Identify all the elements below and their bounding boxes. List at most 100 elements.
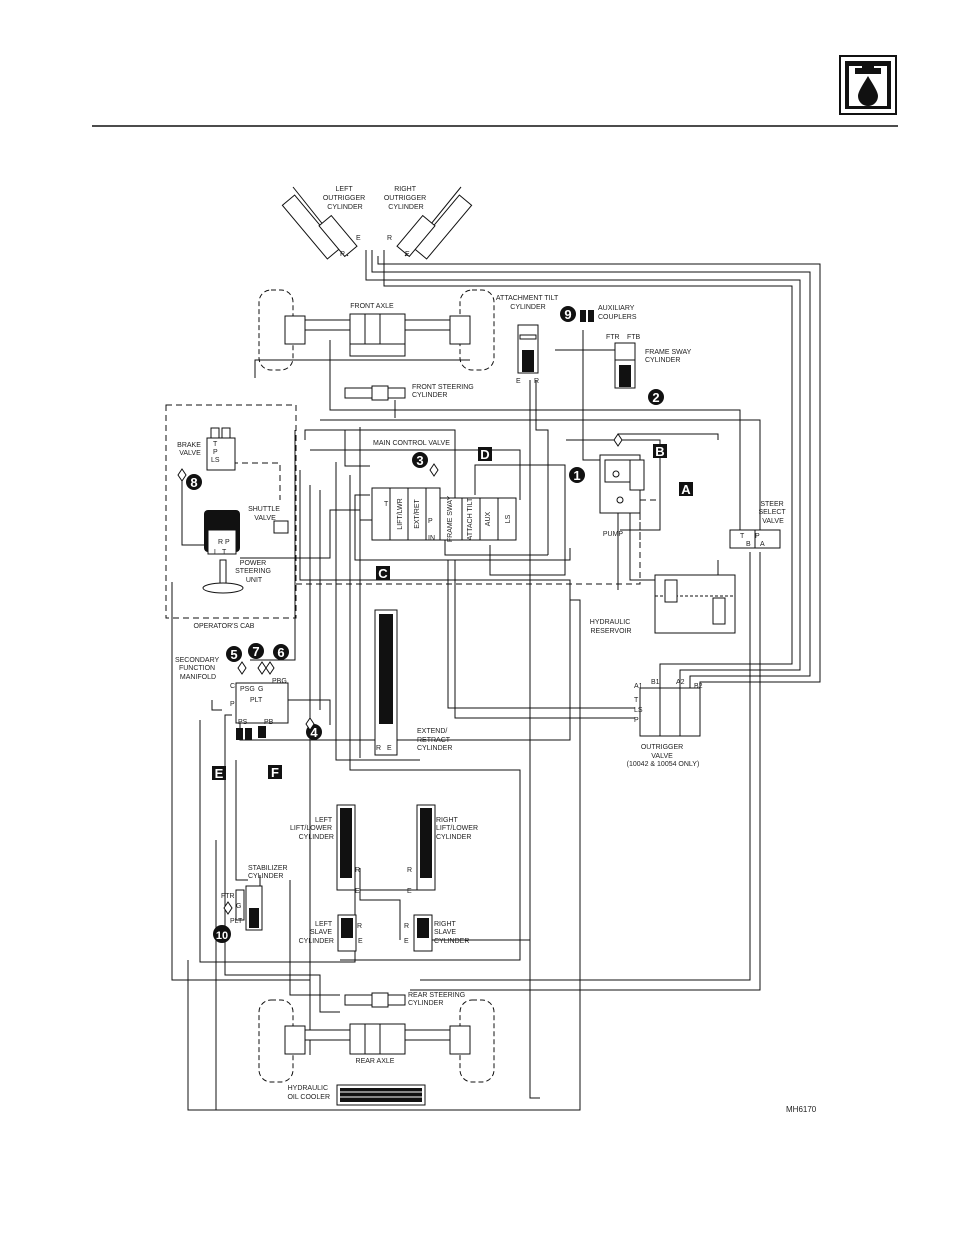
port-r: R: [376, 745, 381, 752]
callout-d: D: [478, 447, 492, 462]
port-p: P: [225, 539, 230, 546]
callout-a: A: [679, 482, 693, 497]
port-e: E: [387, 745, 392, 752]
steer-select-valve: [729, 529, 781, 549]
port-e: E: [407, 888, 412, 895]
port-plt: PLT: [250, 697, 263, 704]
port-r: R: [404, 923, 409, 930]
port-b2: B2: [694, 683, 703, 690]
stabilizer-label: STABILIZER CYLINDER: [248, 865, 290, 880]
brake-valve-label: BRAKE VALVE: [177, 442, 203, 457]
shuttle-valve-label: SHUTTLE VALVE: [248, 506, 282, 522]
extend-retract-label: EXTEND/ RETRACT CYLINDER: [417, 728, 452, 752]
extend-retract-cylinder: [374, 609, 398, 756]
callout-10: 10: [213, 925, 231, 943]
operators-cab-boundary: [165, 404, 297, 619]
right-slave-label: RIGHT SLAVE CYLINDER: [434, 921, 469, 945]
svg-text:9: 9: [564, 307, 571, 322]
port-pbg: PBG: [272, 678, 287, 685]
port-r: R: [340, 251, 345, 258]
operators-cab-label: OPERATOR'S CAB: [194, 623, 255, 630]
callout-f: F: [268, 765, 282, 780]
front-axle: [258, 289, 495, 371]
callout-b: B: [653, 444, 667, 459]
svg-text:2: 2: [652, 390, 659, 405]
port-r: R: [387, 235, 392, 242]
port-p: P: [230, 701, 235, 708]
left-lift-label: LEFT LIFT/LOWER CYLINDER: [290, 817, 334, 841]
callout-1: 1: [569, 467, 585, 483]
left-slave-label: LEFT SLAVE CYLINDER: [299, 921, 334, 945]
port-a2: A2: [676, 679, 685, 686]
port-p: P: [213, 449, 218, 456]
brake-valve: [206, 427, 236, 471]
svg-text:7: 7: [252, 644, 259, 659]
svg-text:4: 4: [310, 725, 318, 740]
front-steering-cylinder: [344, 385, 406, 401]
main-control-valve: [371, 487, 517, 541]
left-slave-cylinder: [337, 914, 357, 952]
outrigger-valve-label: OUTRIGGER VALVE (10042 & 10054 ONLY): [627, 744, 700, 768]
hydraulic-drop-icon: [839, 55, 897, 115]
auxiliary-couplers: [580, 310, 594, 322]
port-l: L: [214, 549, 218, 556]
port-e: E: [516, 378, 521, 385]
svg-text:1: 1: [573, 468, 580, 483]
port-a: A: [760, 541, 765, 548]
callout-e: E: [212, 766, 226, 781]
stabilizer-cylinder: [235, 885, 263, 931]
port-r: R: [357, 923, 362, 930]
oil-cooler-label: HYDRAULIC OIL COOLER: [287, 1085, 330, 1101]
port-t: T: [213, 441, 218, 448]
right-lift-label: RIGHT LIFT/LOWER CYLINDER: [436, 817, 480, 841]
svg-text:10: 10: [216, 930, 228, 942]
valve-section-frame-sway: FRAME SWAY: [447, 496, 454, 543]
pump: [599, 454, 645, 514]
port-ftr: FTR: [221, 893, 235, 900]
auxiliary-label: AUXILIARY COUPLERS: [598, 305, 637, 321]
port-g: G: [258, 686, 263, 693]
shuttle-valve: [273, 520, 289, 534]
port-p: P: [634, 717, 639, 724]
rear-axle: [258, 999, 495, 1083]
port-e: E: [358, 938, 363, 945]
port-b: B: [746, 541, 751, 548]
callout-9: 9: [560, 306, 576, 322]
port-e: E: [356, 235, 361, 242]
power-steering-label: POWER STEERING UNIT: [235, 560, 273, 584]
power-steering-unit: [202, 510, 244, 594]
port-p: P: [755, 533, 760, 540]
hydraulic-reservoir: [654, 574, 736, 634]
check-valve-fittings: [177, 433, 623, 915]
figure-id: MH6170: [786, 1105, 817, 1114]
rear-axle-label: REAR AXLE: [356, 1058, 395, 1065]
port-e: E: [355, 888, 360, 895]
secondary-manifold-label: SECONDARY FUNCTION MANIFOLD: [175, 657, 221, 681]
right-slave-cylinder: [413, 914, 433, 952]
svg-text:8: 8: [190, 475, 197, 490]
port-e: E: [405, 251, 410, 258]
steer-select-label: STEER SELECT VALVE: [758, 501, 787, 525]
right-outrigger-label: RIGHT OUTRIGGER CYLINDER: [384, 186, 428, 211]
port-e: E: [404, 938, 409, 945]
valve-section-attach-tilt: ATTACH TILT: [467, 497, 474, 540]
svg-text:B: B: [655, 444, 664, 459]
svg-text:E: E: [215, 766, 224, 781]
left-lift-lower-cylinder: [336, 804, 356, 891]
callout-6: 6: [273, 644, 289, 660]
port-r: R: [407, 867, 412, 874]
port-t: T: [634, 697, 639, 704]
valve-section-aux: AUX: [485, 511, 492, 526]
front-axle-label: FRONT AXLE: [350, 303, 394, 310]
svg-text:C: C: [378, 566, 388, 581]
svg-text:5: 5: [230, 647, 237, 662]
port-ftr: FTR: [606, 334, 620, 341]
valve-section-ls: LS: [505, 514, 512, 523]
outrigger-valve: [639, 687, 701, 737]
port-ps: PS: [238, 719, 248, 726]
port-g: G: [236, 903, 241, 910]
callout-5: 5: [226, 646, 242, 662]
main-control-valve-label: MAIN CONTROL VALVE: [373, 440, 450, 447]
svg-text:A: A: [681, 482, 691, 497]
port-ls: LS: [211, 457, 220, 464]
